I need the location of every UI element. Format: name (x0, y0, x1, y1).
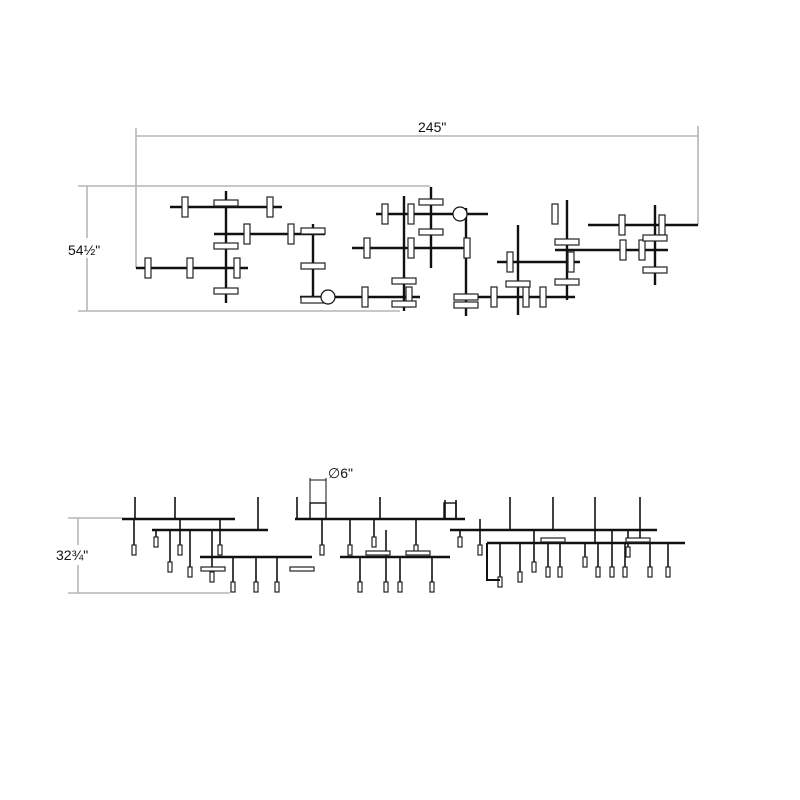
arm-bar (486, 543, 500, 581)
pendant-light (554, 238, 580, 246)
pendant-light (658, 214, 666, 236)
canopy-circle (452, 206, 468, 222)
pendant-light (253, 581, 259, 593)
pendant-light (365, 550, 391, 556)
pendant-light (213, 242, 239, 250)
pendant-light (429, 581, 435, 593)
pendant-light (554, 278, 580, 286)
depth-dimension: 54½" (66, 185, 430, 312)
pendant-light (625, 546, 631, 558)
pendant-light (463, 237, 471, 259)
pendant-light (289, 566, 315, 572)
pendant-light (622, 566, 628, 578)
pendant-light (582, 556, 588, 568)
canopy-label: ∅6" (328, 465, 353, 481)
pendant-light (363, 237, 371, 259)
pendant-light (531, 561, 537, 573)
pendant-light (397, 581, 403, 593)
pendant-light (647, 566, 653, 578)
pendant-light (545, 566, 551, 578)
pendant-light (391, 300, 417, 308)
pendant-light (609, 566, 615, 578)
pendant-light (567, 251, 575, 273)
pendant-light (540, 537, 566, 543)
canopy (309, 502, 327, 520)
pendant-light (287, 223, 295, 245)
pendant-light (418, 198, 444, 206)
canopy (443, 502, 457, 520)
pendant-light (381, 203, 389, 225)
pendant-light (319, 544, 325, 556)
pendant-light (209, 571, 215, 583)
pendant-light (391, 277, 417, 285)
pendant-light (642, 234, 668, 242)
pendant-light (595, 566, 601, 578)
pendant-light (144, 257, 152, 279)
pendant-light (618, 214, 626, 236)
pendant-light (230, 581, 236, 593)
pendant-light (131, 544, 137, 556)
pendant-light (407, 237, 415, 259)
pendant-light (551, 203, 559, 225)
pendant-light (665, 566, 671, 578)
width-label: 245" (418, 119, 446, 135)
pendant-light (361, 286, 369, 308)
pendant-light (371, 536, 377, 548)
canopy-circle (320, 289, 336, 305)
pendant-light (357, 581, 363, 593)
pendant-light (497, 576, 503, 588)
pendant-light (642, 266, 668, 274)
pendant-light (619, 239, 627, 261)
pendant-light (477, 544, 483, 556)
pendant-light (213, 287, 239, 295)
elevation-view: 32¾" ∅6" (56, 465, 685, 594)
pendant-light (167, 561, 173, 573)
height-label: 32¾" (56, 547, 88, 563)
pendant-light (200, 566, 226, 572)
pendant-light (347, 544, 353, 556)
pendant-light (405, 550, 431, 556)
pendant-light (177, 544, 183, 556)
depth-label: 54½" (68, 242, 100, 258)
pendant-light (153, 536, 159, 548)
canopy-dimension: ∅6" (309, 465, 353, 520)
width-dimension: 245" (135, 119, 699, 268)
pendant-light (539, 286, 547, 308)
pendant-light (266, 196, 274, 218)
pendant-light (187, 566, 193, 578)
pendant-light (453, 293, 479, 301)
pendant-light (217, 544, 223, 556)
pendant-light (181, 196, 189, 218)
pendant-light (407, 203, 415, 225)
pendant-light (522, 286, 530, 308)
pendant-light (186, 257, 194, 279)
pendant-light (557, 566, 563, 578)
plan-view: 245" 54½" (66, 119, 699, 316)
pendant-light (506, 251, 514, 273)
pendant-light (505, 280, 531, 288)
pendant-light (300, 227, 326, 235)
pendant-light (453, 301, 479, 309)
pendant-light (383, 581, 389, 593)
pendant-light (625, 537, 651, 543)
pendant-light (418, 228, 444, 236)
pendant-light (213, 199, 239, 207)
pendant-light (457, 536, 463, 548)
pendant-light (243, 223, 251, 245)
pendant-light (638, 239, 646, 261)
pendant-light (490, 286, 498, 308)
height-dimension: 32¾" (56, 517, 230, 594)
pendant-light (274, 581, 280, 593)
pendant-light (233, 257, 241, 279)
pendant-light (300, 262, 326, 270)
pendant-light (517, 571, 523, 583)
